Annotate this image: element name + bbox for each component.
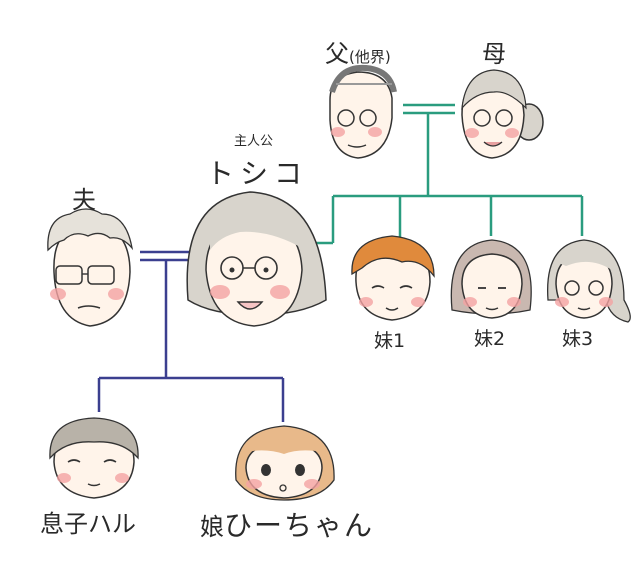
son-label: 息子ハル (40, 510, 136, 538)
father-name: 父 (325, 40, 349, 68)
sister1-portrait (351, 235, 435, 321)
father-note: (他界) (349, 48, 391, 66)
mother-portrait (461, 69, 544, 159)
sister2-label: 妹2 (474, 328, 506, 350)
daughter-label: 娘ひーちゃん (200, 504, 374, 544)
husband-label: 夫 (72, 186, 96, 214)
sister3-portrait (546, 239, 631, 323)
protagonist-portrait (186, 191, 327, 327)
couple-connector (97, 250, 285, 422)
protagonist-note: 主人公 (234, 134, 274, 149)
daughter-prefix: 娘 (200, 513, 224, 541)
mother-label: 母 (482, 40, 506, 68)
daughter-portrait (235, 425, 335, 501)
husband-portrait (47, 208, 134, 327)
sister3-label: 妹3 (562, 328, 594, 350)
parents-connector (316, 103, 584, 245)
sister1-label: 妹1 (374, 330, 406, 352)
son-portrait (49, 417, 139, 499)
sister2-portrait (450, 239, 532, 319)
father-portrait (329, 64, 397, 159)
daughter-name: ひーちゃん (224, 509, 375, 542)
protagonist-label: トシコ (206, 157, 309, 190)
father-label: 父(他界) (325, 34, 391, 69)
